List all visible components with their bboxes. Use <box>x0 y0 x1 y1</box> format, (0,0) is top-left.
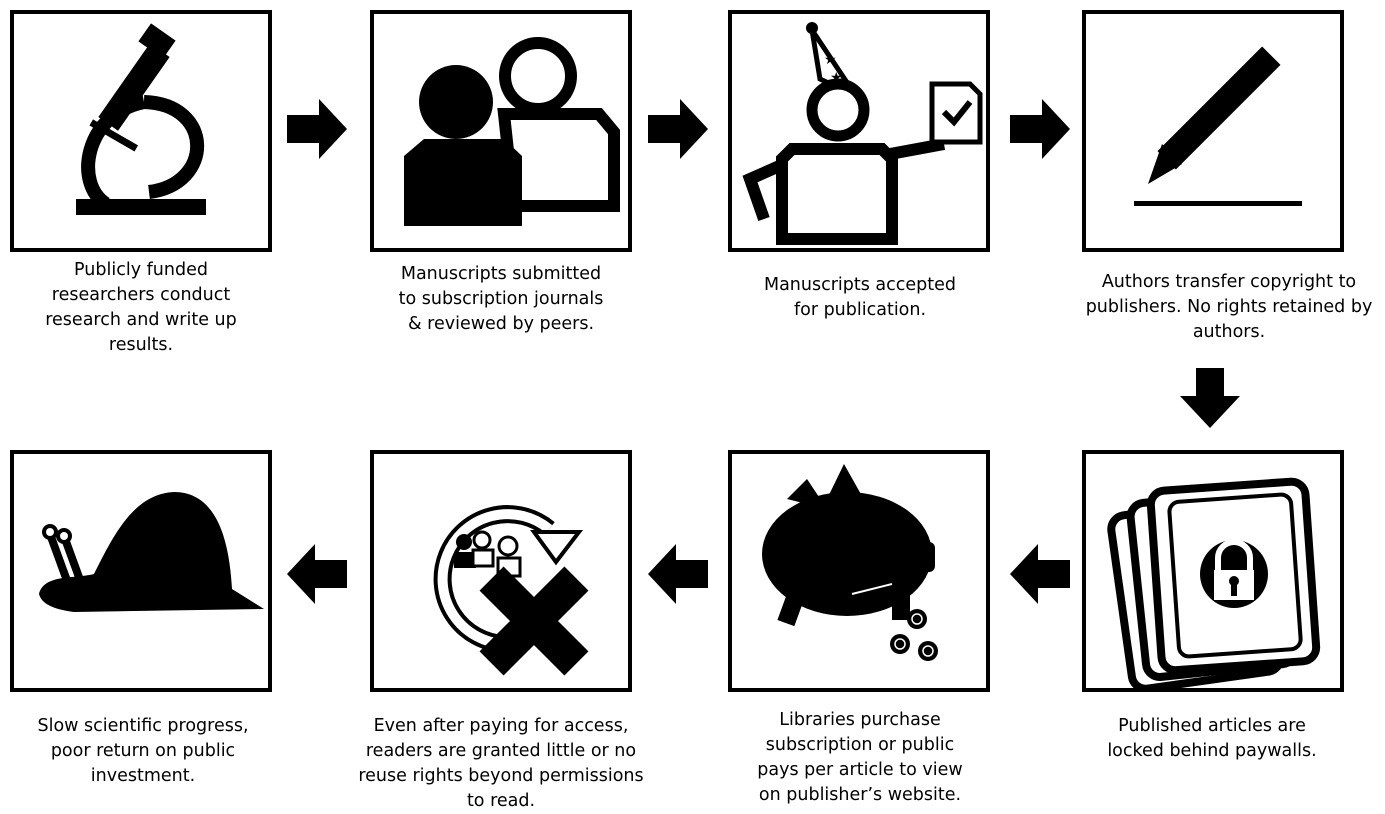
arrow-left-icon <box>287 544 347 604</box>
arrow-right-icon <box>287 99 347 159</box>
step-5-caption: Published articles are locked behind pay… <box>1107 716 1317 761</box>
locked-book-icon <box>1107 477 1321 688</box>
step-4-box <box>1082 10 1344 252</box>
microscope-icon <box>76 23 206 215</box>
step-6-box <box>728 450 990 692</box>
step-2-caption: Manuscripts submitted to subscription jo… <box>398 264 604 334</box>
svg-text:★: ★ <box>824 52 837 68</box>
step-3-caption: Manuscripts accepted for publication. <box>763 275 957 320</box>
pen-sign-icon <box>1134 46 1302 206</box>
snail-icon <box>39 492 264 612</box>
arrow-left-icon <box>1010 544 1070 604</box>
arrow-right-icon <box>648 99 708 159</box>
no-reuse-icon <box>433 505 589 676</box>
step-7-box <box>370 450 632 692</box>
arrow-down-icon <box>1180 368 1240 428</box>
step-4-caption: Authors transfer copyright to publishers… <box>1085 272 1373 342</box>
step-7-caption: Even after paying for access, readers ar… <box>358 716 644 811</box>
step-2-box <box>370 10 632 252</box>
step-6-caption: Libraries purchase subscription or publi… <box>757 710 963 805</box>
step-8-box <box>10 450 272 692</box>
step-1-box <box>10 10 272 252</box>
step-3-box: ★ ★ <box>728 10 990 252</box>
arrow-right-icon <box>1010 99 1070 159</box>
piggy-bank-icon <box>762 464 938 661</box>
arrow-left-icon <box>648 544 708 604</box>
step-5-box <box>1082 450 1344 692</box>
step-1-caption: Publicly funded researchers conduct rese… <box>45 260 237 355</box>
peer-review-icon <box>404 37 620 226</box>
step-8-caption: Slow scientific progress, poor return on… <box>37 716 249 786</box>
celebration-icon: ★ ★ <box>742 22 983 245</box>
